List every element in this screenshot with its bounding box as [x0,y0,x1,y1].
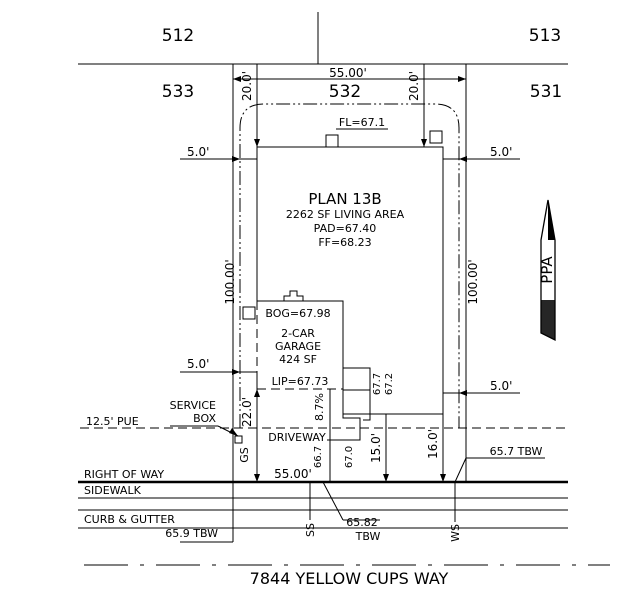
side-setback-label-lb: 5.0' [187,357,209,371]
tbw-leader-mid [322,481,344,521]
arrow-icon [229,428,238,436]
driveway-slope-label: 8.7% [313,393,326,421]
service-box-label-line2: BOX [193,412,216,425]
right-depth-label: 100.00' [466,259,480,304]
lot-number-512: 512 [162,26,194,46]
driveway-elev-b: 67.0 [344,446,355,468]
tbw-mid-value: 65.82 [346,516,378,529]
water-line-label: WS [449,524,462,542]
garage-bump [283,290,304,301]
driveway-elev-a: 66.7 [313,446,324,468]
tbw-mid-label: TBW [355,530,381,543]
curb-gutter-label: CURB & GUTTER [84,513,175,526]
north-arrow-icon: PPA [538,199,556,342]
service-box-label-line1: SERVICE [170,399,216,412]
bog-label: BOG=67.98 [265,307,330,320]
arrow-icon [421,139,427,147]
ff-label: FF=68.23 [318,236,371,249]
pue-label: 12.5' PUE [86,415,139,428]
left-depth-label: 100.00' [223,259,237,304]
sidewalk-label: SIDEWALK [84,484,142,497]
bottom-width-label: 55.00' [274,467,312,481]
lot-boundaries [78,12,568,482]
walk-edge-line [363,390,371,421]
utility-box-icon [325,134,339,148]
lot-number-533: 533 [162,82,194,102]
arrow-icon [458,76,466,82]
driveway-label: DRIVEWAY [268,431,326,444]
right-of-way-label: RIGHT OF WAY [84,468,164,481]
porch-box [342,367,371,391]
walk-step-line [327,389,361,441]
front-setback-label-right: 16.0' [426,429,440,459]
arrow-icon [232,369,240,375]
side-setback-label-rt: 5.0' [490,145,512,159]
setback-envelope [239,103,460,428]
rear-setback-label-left: 20.0' [240,71,254,101]
setback-line [239,103,460,428]
plan-label: PLAN 13B [308,190,381,208]
lot-numbers: 512 513 533 532 531 [162,26,562,102]
arrow-icon [254,389,260,397]
pad-label: PAD=67.40 [314,222,377,235]
sewer-line-label: SS [304,523,317,537]
arrow-icon [459,390,467,396]
gas-line-label: GS [238,447,251,463]
top-width-label: 55.00' [329,66,367,80]
arrow-icon [440,474,446,482]
lot-number-532: 532 [329,82,361,102]
side-setback-label-lt: 5.0' [187,145,209,159]
utility-box-icon-east [429,130,443,144]
lot-number-513: 513 [529,26,561,46]
tbw-right-label: 65.7 TBW [490,445,543,458]
house-labels: PLAN 13B 2262 SF LIVING AREA PAD=67.40 F… [265,116,404,388]
garage-label-line2: GARAGE [275,340,321,353]
garage-label-line1: 2-CAR [281,327,315,340]
north-arrow-label: PPA [538,256,556,284]
arrow-icon [232,156,240,162]
arrow-icon [383,474,389,482]
front-setback-label-left: 22.0' [240,397,254,427]
tbw-left-label: 65.9 TBW [165,527,218,540]
arrow-icon [254,139,260,147]
driveway-lines [234,389,371,482]
ac-pad-icon [242,306,256,320]
porch-elev-c: 67.7 [372,373,383,395]
garage-area-label: 424 SF [279,353,317,366]
tbw-leader-right [454,457,467,483]
utility-labels: SERVICE BOX GS SS WS [170,399,462,542]
fl-label: FL=67.1 [339,116,385,129]
arrow-icon [233,76,241,82]
driveway-labels: DRIVEWAY 8.7% 66.7 67.0 67.7 67.2 [268,373,395,468]
street-name-label: 7844 YELLOW CUPS WAY [250,569,449,588]
side-setback-label-rb: 5.0' [490,379,512,393]
front-setback-label-mid: 15.0' [369,433,383,463]
house-footprint [242,130,444,415]
dimension-lines [170,64,545,543]
lip-label: LIP=67.73 [272,375,329,388]
house-outline [256,146,444,415]
arrow-icon [459,156,467,162]
porch-elev-d: 67.2 [384,373,395,395]
dimension-labels: 55.00' 55.00' 20.0' 20.0' 100.00' 100.00… [187,66,512,481]
service-box-icon [234,435,243,444]
arrowheads [229,76,467,482]
rear-setback-label-right: 20.0' [407,71,421,101]
living-area-label: 2262 SF LIVING AREA [286,208,405,221]
lot-number-531: 531 [530,82,562,102]
arrow-icon [254,474,260,482]
street-labels: 12.5' PUE RIGHT OF WAY SIDEWALK CURB & G… [84,415,542,588]
